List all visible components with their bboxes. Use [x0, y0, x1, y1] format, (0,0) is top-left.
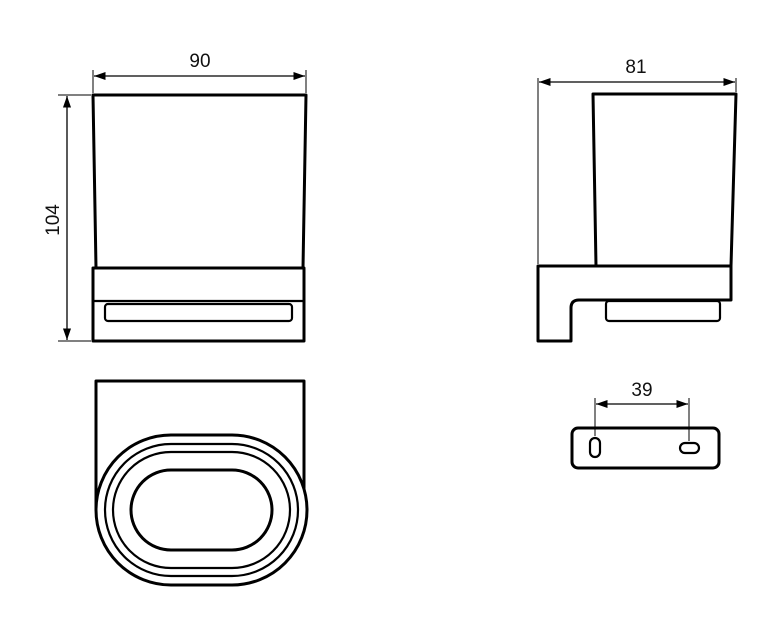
mounting-hole-left — [588, 436, 602, 459]
side-holder-lip — [604, 299, 722, 323]
front-holder-lip — [103, 302, 294, 323]
mounting-bracket-view — [570, 426, 721, 470]
top-holder-middle-ring — [103, 442, 300, 578]
dimension-front-width: 90 — [92, 51, 307, 93]
mounting-plate — [570, 426, 721, 470]
dimension-label-81: 81 — [625, 57, 646, 78]
dimension-label-90: 90 — [189, 51, 210, 72]
mounting-hole-right — [678, 441, 701, 455]
front-tumbler — [91, 93, 308, 270]
top-holder-inner-ring — [111, 450, 292, 570]
top-glass-opening — [129, 468, 274, 552]
dimension-label-39: 39 — [631, 380, 652, 401]
front-view — [91, 93, 308, 343]
top-view — [94, 379, 309, 587]
dimension-label-104: 104 — [43, 204, 64, 236]
side-tumbler — [591, 92, 738, 268]
side-holder-bracket — [536, 264, 733, 343]
dimension-front-height: 104 — [43, 94, 91, 342]
side-view — [536, 92, 738, 343]
dimension-side-depth: 81 — [537, 57, 737, 264]
dimension-hole-spacing: 39 — [594, 380, 690, 441]
